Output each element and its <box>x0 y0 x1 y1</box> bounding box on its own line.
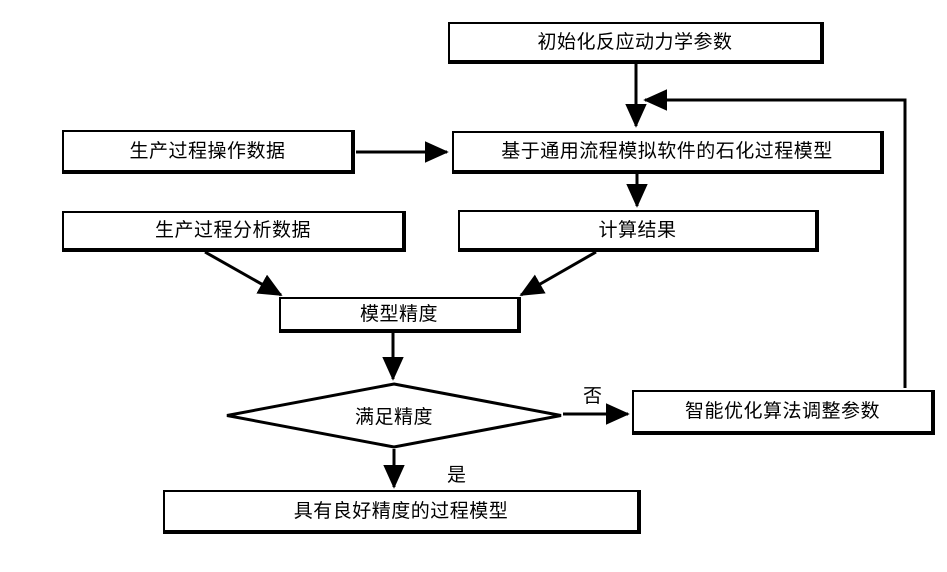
node-optimize-params-label: 智能优化算法调整参数 <box>684 400 880 422</box>
node-model-accuracy-label: 模型精度 <box>359 302 438 325</box>
edge-label-yes: 是 <box>447 464 467 486</box>
node-calc-result[interactable]: 计算结果 <box>458 210 819 252</box>
node-analysis-data[interactable]: 生产过程分析数据 <box>62 211 406 252</box>
node-accuracy-check[interactable]: 满足精度 <box>225 382 563 449</box>
node-calc-result-label: 计算结果 <box>598 218 677 241</box>
node-init-params-label: 初始化反应动力学参数 <box>537 30 733 53</box>
node-optimize-params[interactable]: 智能优化算法调整参数 <box>632 390 935 435</box>
node-operation-data-label: 生产过程操作数据 <box>129 139 286 162</box>
node-final-model-label: 具有良好精度的过程模型 <box>293 499 509 522</box>
edge-label-no: 否 <box>583 385 603 407</box>
node-accuracy-check-label: 满足精度 <box>354 406 433 428</box>
edge-result-to-accuracy <box>519 250 597 297</box>
edge-analysis-to-accuracy <box>204 250 283 297</box>
node-process-model-label: 基于通用流程模拟软件的石化过程模型 <box>501 140 833 162</box>
node-process-model[interactable]: 基于通用流程模拟软件的石化过程模型 <box>452 131 884 174</box>
diamond-shape <box>226 382 562 449</box>
node-init-params[interactable]: 初始化反应动力学参数 <box>448 22 824 64</box>
node-final-model[interactable]: 具有良好精度的过程模型 <box>163 490 641 534</box>
node-analysis-data-label: 生产过程分析数据 <box>154 219 311 241</box>
node-model-accuracy[interactable]: 模型精度 <box>279 297 521 333</box>
node-operation-data[interactable]: 生产过程操作数据 <box>62 130 355 174</box>
